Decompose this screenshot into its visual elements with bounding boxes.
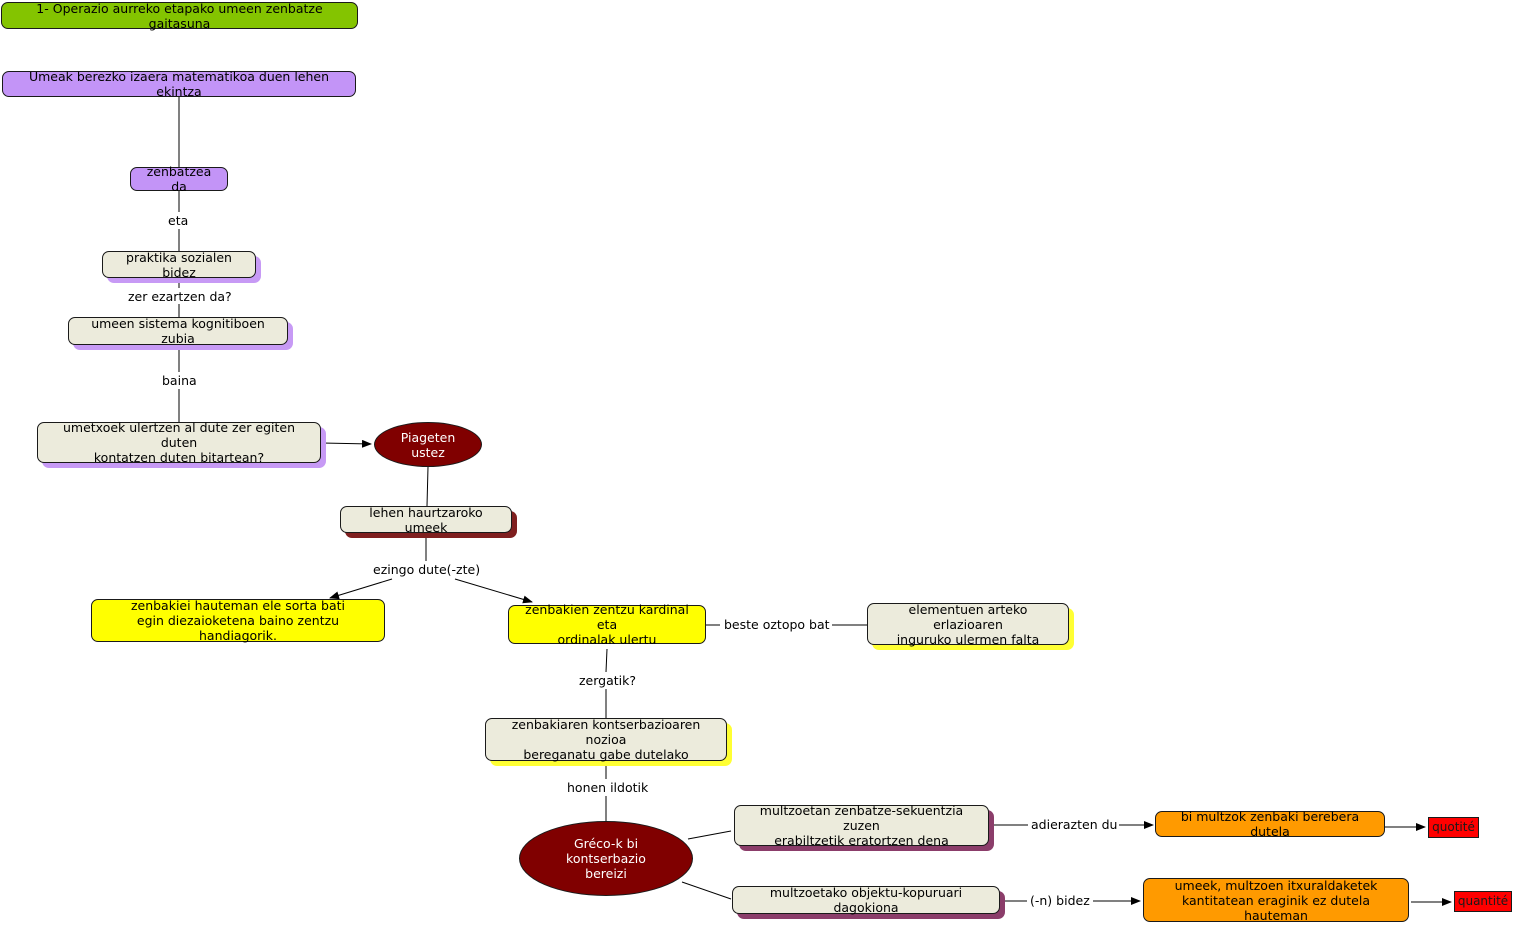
link-label-beste-oztopo: beste oztopo bat: [722, 617, 832, 632]
node-itxuraldaketek[interactable]: umeek, multzoen itxuraldaketek kantitate…: [1143, 878, 1409, 923]
node-zubia[interactable]: umeen sistema kognitiboen zubia: [68, 316, 288, 346]
link-label-adierazten: adierazten du: [1029, 817, 1120, 832]
link-label-bidez: (-n) bidez: [1028, 893, 1092, 908]
line-greco-kopurua: [681, 881, 732, 900]
link-label-zer-ezartzen: zer ezartzen da?: [126, 289, 234, 304]
line-greco-sekuentzia: [687, 830, 732, 840]
node-erlazioa[interactable]: elementuen arteko erlazioaren inguruko u…: [867, 602, 1069, 647]
link-label-ezingo: ezingo dute(-zte): [371, 562, 483, 577]
node-quotite[interactable]: quotité: [1428, 817, 1479, 838]
node-lehen-ekintza[interactable]: Umeak berezko izaera matematikoa duen le…: [2, 69, 356, 99]
node-kontserbazio-nozioa[interactable]: zenbakiaren kontserbazioaren nozioa bere…: [485, 717, 727, 762]
node-praktika[interactable]: praktika sozialen bidez: [102, 250, 256, 280]
node-piageten[interactable]: Piageten ustez: [374, 422, 482, 467]
link-label-zergatik: zergatik?: [577, 673, 639, 688]
link-label-honen-ildotik: honen ildotik: [565, 780, 651, 795]
title-node[interactable]: 1- Operazio aurreko etapako umeen zenbat…: [1, 1, 358, 31]
node-kopurua[interactable]: multzoetako objektu-kopuruari dagokiona: [732, 885, 1000, 915]
link-label-eta: eta: [166, 213, 191, 228]
node-greco[interactable]: Gréco-k bi kontserbazio bereizi: [519, 821, 693, 896]
arrow-ezingo-kardinal: [454, 578, 533, 604]
node-quantite[interactable]: quantité: [1454, 891, 1512, 912]
node-haurtzaroko[interactable]: lehen haurtzaroko umeek: [340, 505, 512, 535]
arrow-umetxoek-piageten: [321, 439, 372, 448]
arrow-ezingo-hauteman: [329, 578, 393, 600]
node-hauteman[interactable]: zenbakiei hauteman ele sorta bati egin d…: [91, 598, 385, 643]
node-kardinal[interactable]: zenbakien zentzu kardinal eta ordinalak …: [508, 602, 706, 647]
node-berebera[interactable]: bi multzok zenbaki berebera dutela: [1155, 809, 1385, 839]
node-zenbatzea[interactable]: zenbatzea da: [130, 164, 228, 194]
line-kardinal-zergatik: [605, 648, 608, 673]
link-label-baina: baina: [160, 373, 199, 388]
line-piageten-haurtzaroko: [426, 466, 429, 507]
node-sekuentzia[interactable]: multzoetan zenbatze-sekuentzia zuzen era…: [734, 803, 989, 848]
node-umetxoek[interactable]: umetxoek ulertzen al dute zer egiten dut…: [37, 420, 321, 465]
